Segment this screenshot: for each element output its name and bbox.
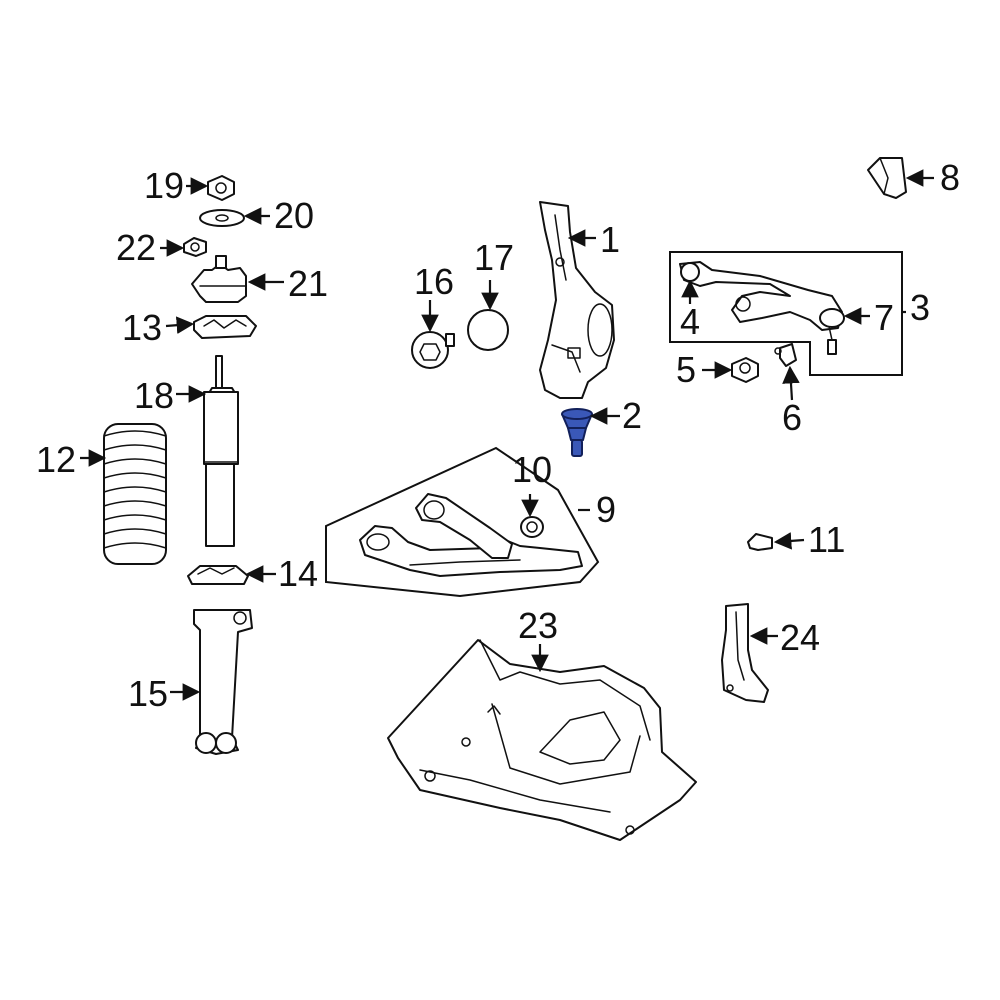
callout-17: 17: [474, 237, 514, 278]
shield-bracket-24[interactable]: [721, 603, 769, 703]
callout-11: 11: [808, 519, 845, 560]
nut-22[interactable]: [183, 237, 207, 257]
upper-arm-group-box: [669, 251, 903, 376]
callout-2: 2: [622, 395, 642, 436]
callout-22: 22: [116, 227, 156, 268]
washer-17[interactable]: [467, 309, 509, 351]
callout-14: 14: [278, 553, 318, 594]
washer-20[interactable]: [199, 209, 245, 227]
callout-7: 7: [874, 297, 894, 338]
ball-joint-7[interactable]: [819, 308, 845, 328]
upper-mount-21[interactable]: [191, 255, 247, 303]
callout-18: 18: [134, 375, 174, 416]
callout-20: 20: [274, 195, 314, 236]
steering-knuckle[interactable]: [539, 201, 615, 399]
callout-10: 10: [512, 449, 552, 490]
spring-insulator-13[interactable]: [193, 315, 257, 339]
nut-5[interactable]: [731, 357, 759, 383]
coil-spring[interactable]: [103, 423, 167, 565]
lower-ball-joint[interactable]: [561, 408, 593, 457]
bracket-11[interactable]: [747, 533, 773, 551]
callout-19: 19: [144, 165, 184, 206]
callout-9: 9: [596, 489, 616, 530]
callout-1: 1: [600, 219, 620, 260]
callout-16: 16: [414, 261, 454, 302]
nut-19[interactable]: [207, 175, 235, 201]
upper-control-arm[interactable]: [679, 261, 843, 355]
bushing-10[interactable]: [520, 516, 544, 538]
cotter-pin-6[interactable]: [774, 343, 797, 367]
callout-23: 23: [518, 605, 558, 646]
lower-control-arm[interactable]: [359, 493, 583, 577]
leader-lines: [80, 169, 934, 701]
callout-8: 8: [940, 157, 960, 198]
callout-labels: 1 2 3 4 5 6 7 8 9 10 11 12 13 14 15 16 1…: [36, 157, 960, 714]
bushing-4[interactable]: [680, 262, 700, 282]
callout-12: 12: [36, 439, 76, 480]
bumper-8[interactable]: [867, 157, 907, 199]
callout-24: 24: [780, 617, 820, 658]
stabilizer-link[interactable]: [193, 609, 253, 755]
callout-3: 3: [910, 287, 930, 328]
shock-absorber[interactable]: [203, 355, 239, 547]
splash-shield[interactable]: [387, 639, 697, 841]
callout-21: 21: [288, 263, 328, 304]
cam-bolt-16[interactable]: [411, 331, 455, 369]
callout-4: 4: [680, 301, 700, 342]
lower-arm-group-box: [325, 446, 600, 598]
callout-15: 15: [128, 673, 168, 714]
callout-5: 5: [676, 349, 696, 390]
callout-6: 6: [782, 397, 802, 438]
callout-13: 13: [122, 307, 162, 348]
spring-seat-14[interactable]: [187, 565, 249, 585]
